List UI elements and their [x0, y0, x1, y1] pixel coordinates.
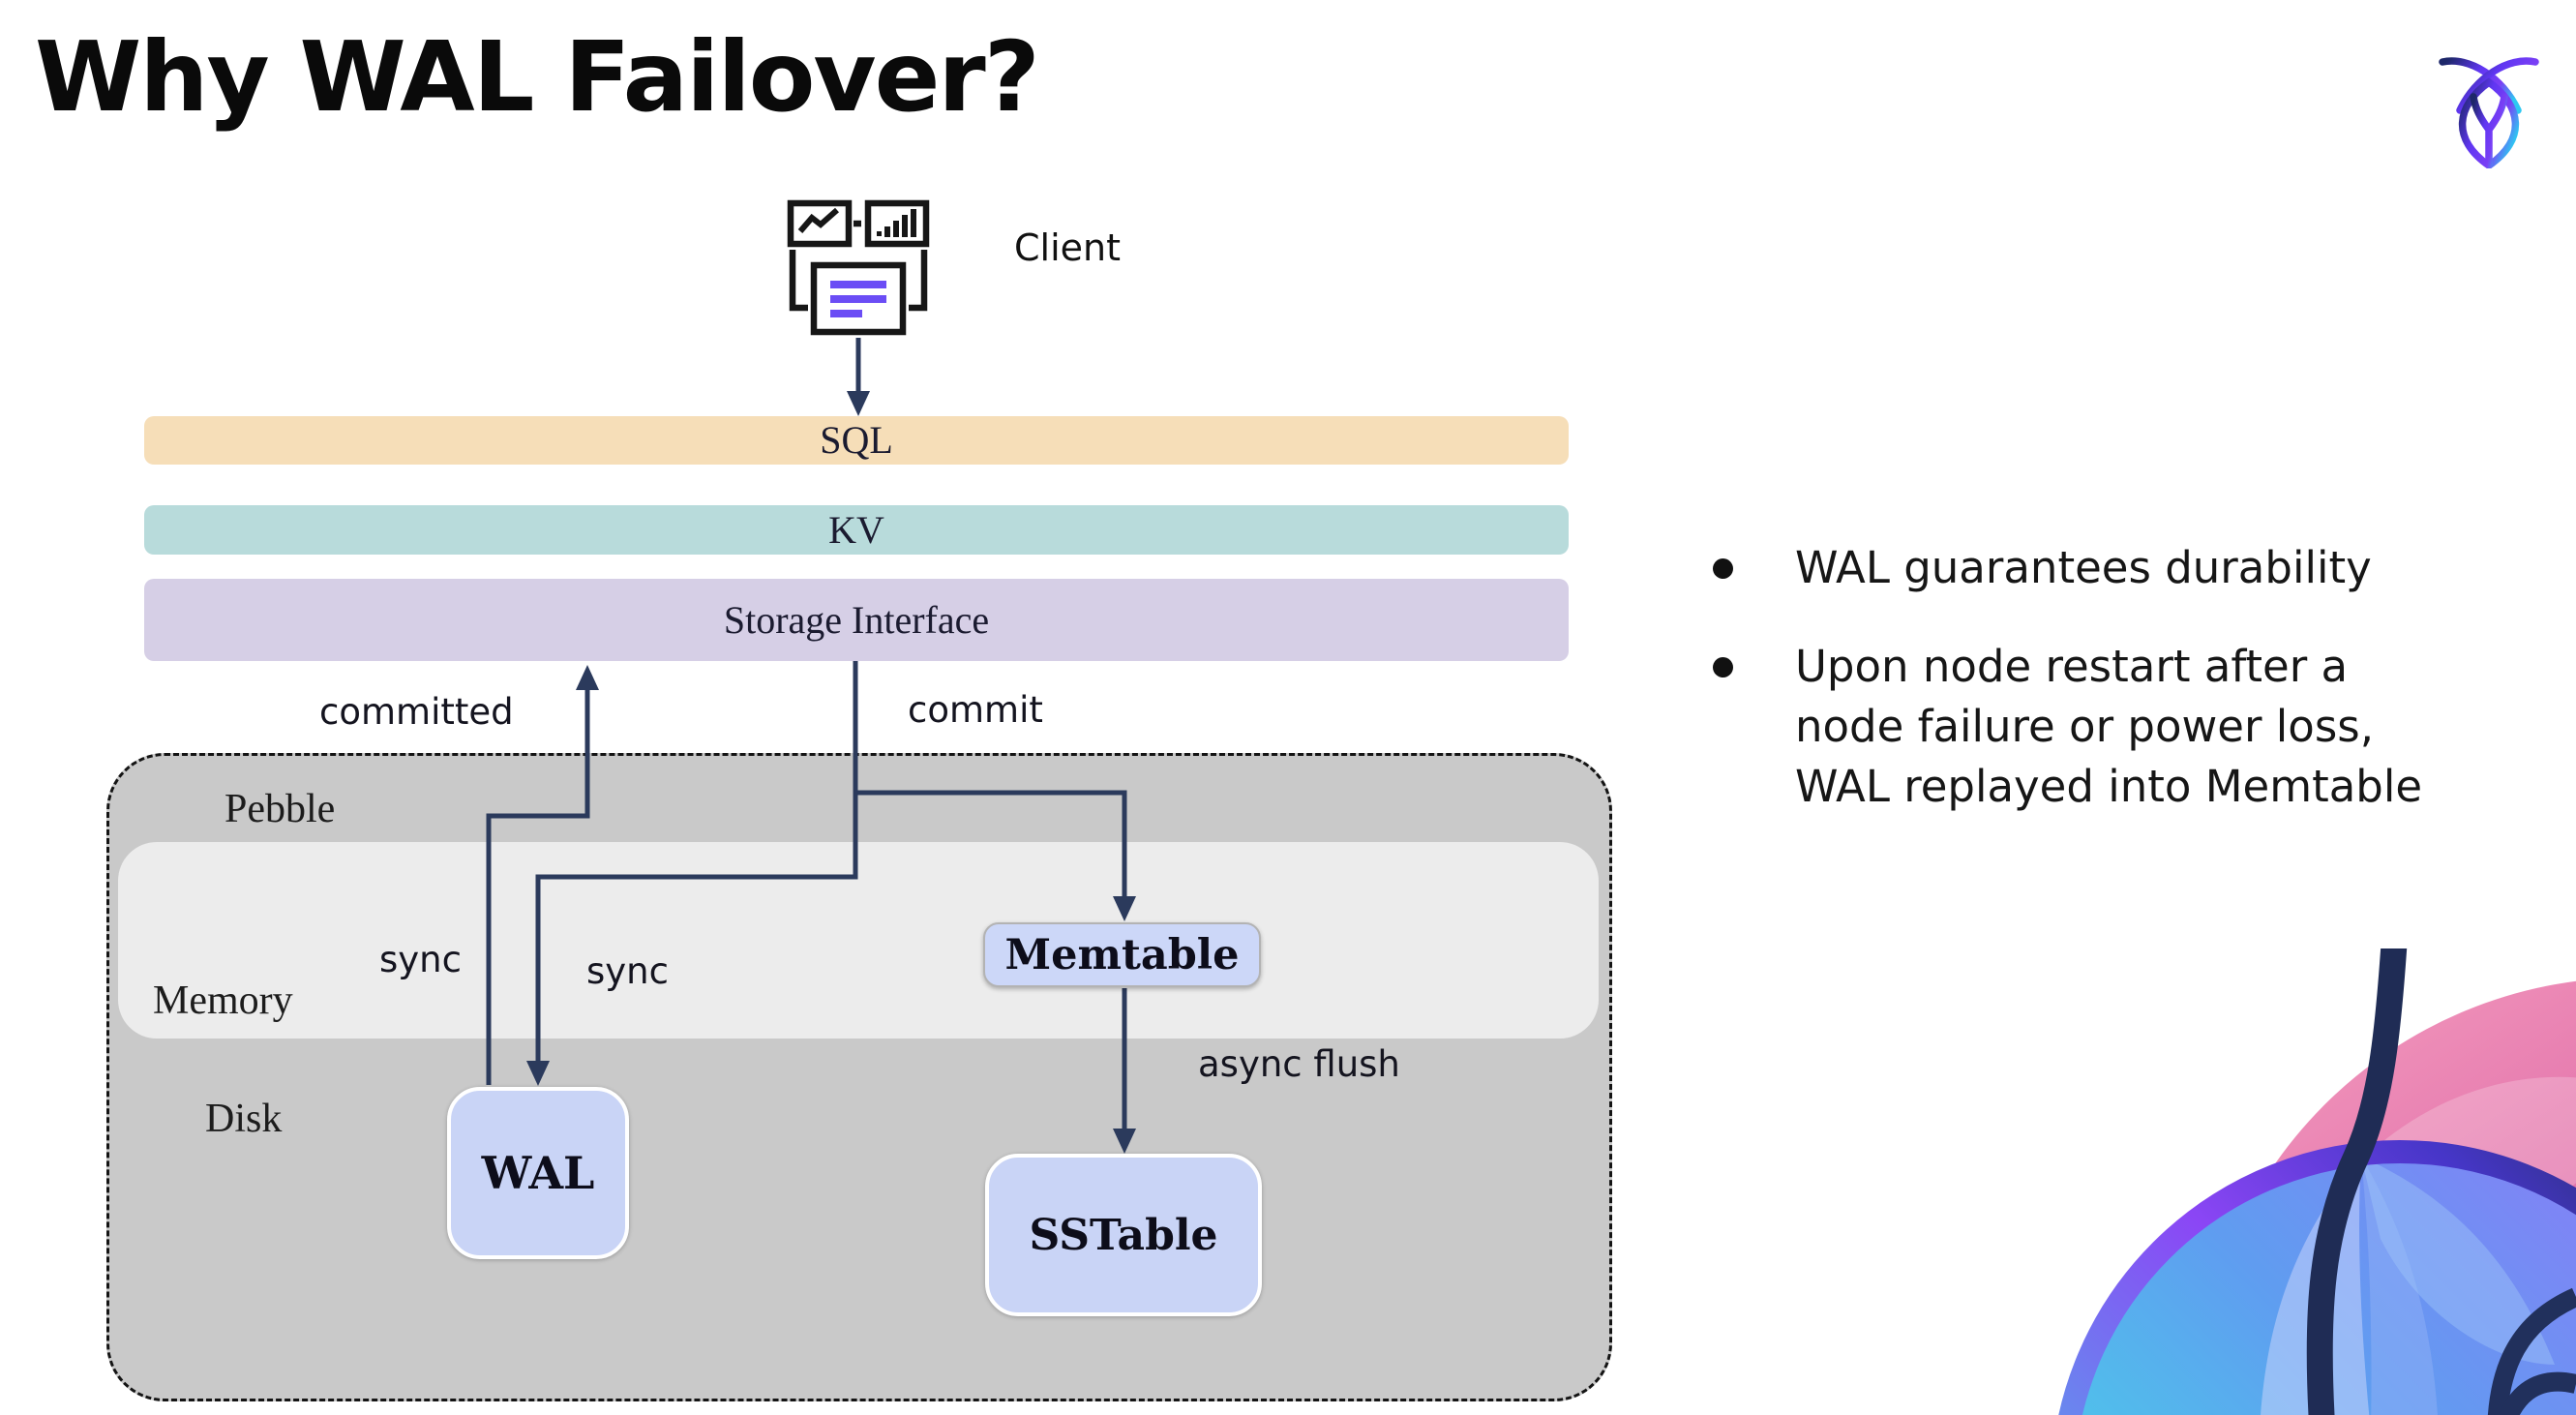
disk-label: Disk	[205, 1097, 283, 1141]
edge-client-to-sql-arrowhead	[847, 391, 870, 416]
pebble-label: Pebble	[225, 787, 336, 831]
edge-commit-label: commit	[908, 689, 1043, 731]
bullet-dot-icon	[1713, 657, 1733, 677]
client-barchart-window-icon	[864, 199, 930, 248]
client-barchart-bars-icon	[877, 209, 916, 237]
layer-kv: KV	[144, 505, 1569, 555]
memory-zone	[118, 842, 1599, 1039]
brand-vein-2	[2498, 1371, 2576, 1415]
brand-petal-right	[2361, 1157, 2555, 1365]
edge-committed-label: committed	[319, 691, 514, 733]
layer-sql-label: SQL	[820, 418, 893, 462]
memory-label: Memory	[153, 978, 293, 1023]
edge-sync-right-label: sync	[586, 950, 669, 992]
sstable-node: SSTable	[985, 1154, 1262, 1316]
client-document-icon	[810, 261, 907, 336]
page-title: Why WAL Failover?	[35, 20, 1040, 134]
logo-veins	[2470, 93, 2508, 168]
list-item: Upon node restart after a node failure o…	[1697, 637, 2491, 817]
bullet-list: WAL guarantees durability Upon node rest…	[1697, 538, 2491, 817]
brand-navy-arc	[2306, 948, 2408, 1415]
brand-dome-rim	[2058, 1140, 2576, 1415]
client-chart-window-icon	[787, 199, 853, 248]
wal-node-label: WAL	[481, 1147, 595, 1199]
bullet-dot-icon	[1713, 558, 1733, 579]
bullet-text: Upon node restart after a node failure o…	[1795, 641, 2423, 812]
edge-async-flush-label: async flush	[1198, 1043, 1400, 1085]
client-label: Client	[1014, 226, 1122, 269]
layer-storage-interface: Storage Interface	[144, 579, 1569, 661]
layer-storage-interface-label: Storage Interface	[723, 598, 990, 642]
memtable-node-label: Memtable	[1004, 930, 1240, 979]
memtable-node: Memtable	[983, 922, 1261, 987]
brand-petal-mid	[2361, 1157, 2438, 1415]
wal-node: WAL	[447, 1087, 629, 1259]
client-bracket-left-icon	[789, 250, 808, 312]
layer-sql: SQL	[144, 416, 1569, 465]
cockroachdb-brand-art	[2058, 948, 2576, 1415]
logo-antenna-right	[2456, 57, 2539, 114]
client-document-lines-icon	[830, 281, 886, 317]
layer-kv-label: KV	[828, 508, 884, 552]
sstable-node-label: SSTable	[1029, 1210, 1218, 1260]
client-devices-icon	[787, 199, 930, 336]
brand-vein-1	[2487, 1287, 2576, 1415]
cockroachdb-logo	[2439, 57, 2539, 168]
logo-antenna-left	[2439, 57, 2522, 114]
edge-committed-arrowhead	[576, 665, 599, 690]
bullet-text: WAL guarantees durability	[1795, 542, 2372, 593]
edge-sync-left-label: sync	[379, 939, 462, 980]
client-bracket-right-icon	[909, 250, 928, 312]
list-item: WAL guarantees durability	[1697, 538, 2491, 598]
client-linechart-icon	[797, 207, 839, 233]
